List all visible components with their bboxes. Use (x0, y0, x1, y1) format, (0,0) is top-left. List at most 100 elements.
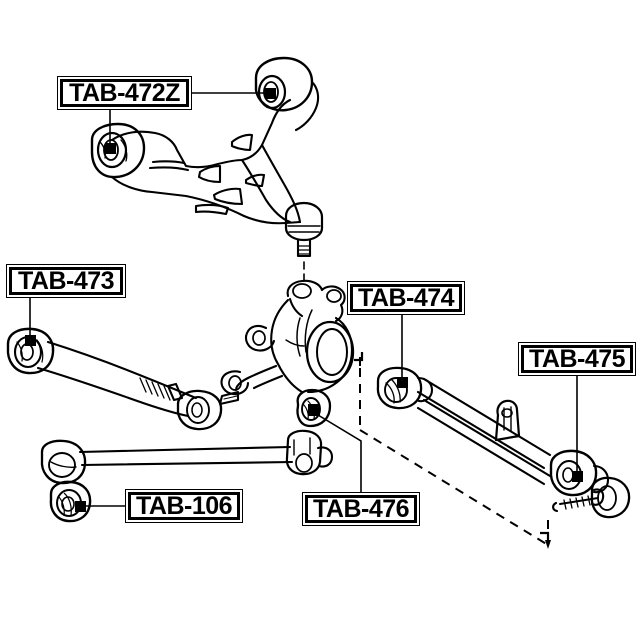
assembly-guide-corners (354, 352, 551, 549)
callout-tab-472z-frame: TAB-472Z (60, 79, 189, 107)
ll-upper-bj-outer (176, 389, 223, 431)
marker-476 (308, 404, 320, 416)
ta-left-eye-hatch-2 (391, 379, 401, 403)
callout-tab-472z[interactable]: TAB-472Z (57, 76, 192, 110)
callout-tab-474[interactable]: TAB-474 (347, 281, 465, 315)
callout-tab-476[interactable]: TAB-476 (302, 492, 420, 526)
marker-474 (397, 377, 408, 388)
callout-tab-106-frame: TAB-106 (128, 492, 240, 520)
knuckle-contour-1 (296, 317, 301, 357)
trailing-arm (376, 366, 631, 519)
knuckle-bottom-bushing (296, 388, 332, 428)
callout-tab-474-label: TAB-474 (357, 283, 455, 312)
ll-upper-hatch-2 (36, 339, 44, 363)
callout-tab-474-frame: TAB-474 (350, 284, 462, 312)
knuckle-hub-outer (305, 320, 355, 384)
ll-upper-threads (139, 377, 171, 401)
ll-lower-right-ribs (293, 437, 311, 456)
knuckle-hub-inner (316, 328, 348, 376)
callout-tab-473-label: TAB-473 (17, 266, 115, 295)
ta-tube-bottom-2 (416, 406, 546, 486)
ta-mid-bracket-hole (501, 408, 513, 418)
guide-corner-top-left (354, 352, 364, 362)
knuckle-top-web (288, 297, 304, 318)
ta-left-eye-outer (376, 366, 423, 410)
tab106-outer (49, 480, 92, 523)
lateral-link-lower (40, 429, 334, 485)
uca-bushing-right-neck (294, 80, 320, 132)
marker-475 (572, 471, 583, 482)
uca-bushing-right-inner (263, 81, 279, 103)
ll-upper-bushing-outer (6, 327, 55, 375)
marker-472z-bottom (105, 143, 116, 154)
ta-end-cylinder (590, 476, 631, 519)
uca-bushing-left-inner (103, 139, 119, 161)
knuckle-small-eye-bore (228, 375, 242, 391)
callout-tab-473[interactable]: TAB-473 (6, 264, 126, 298)
ta-tube-top-1 (422, 377, 552, 457)
tab106-hatch-2 (63, 492, 72, 516)
ll-upper-shaft-top (46, 340, 198, 400)
uca-bushing-right-mid (257, 74, 287, 110)
knuckle-small-eye (220, 370, 250, 396)
ll-lower-right-head (285, 429, 323, 476)
ta-right-eye-outer (549, 449, 598, 497)
uca-balljoint-body (284, 201, 324, 242)
ll-lower-eye-detail (50, 461, 77, 468)
uca-right-web (260, 143, 302, 224)
marker-472z-right (265, 88, 276, 99)
callout-tab-473-frame: TAB-473 (9, 267, 123, 295)
uca-stamp-4 (194, 203, 230, 216)
knuckle-bushing-hatch-1 (302, 403, 309, 420)
ta-stud-threads (563, 495, 591, 510)
uca-bushing-left-outer (90, 122, 146, 179)
uca-stamp-3 (230, 133, 254, 152)
ll-lower-shaft-bottom (80, 460, 294, 467)
knuckle-contour-2 (304, 309, 313, 353)
ta-stud-collar (590, 488, 605, 506)
steering-knuckle (220, 279, 355, 428)
callout-markers (25, 88, 583, 512)
callout-tab-475-frame: TAB-475 (521, 345, 633, 373)
callout-tab-475-label: TAB-475 (528, 344, 626, 373)
ta-left-eye-hatch-1 (385, 382, 395, 404)
ll-upper-shaft-bottom (36, 366, 190, 418)
uca-right-web-2 (240, 158, 292, 224)
uca-stud (296, 238, 312, 258)
guide-diagonal-bottom (359, 429, 549, 546)
ll-lower-right-bore (295, 453, 313, 473)
ll-upper-bj-inner (191, 402, 203, 418)
ll-upper-collar (166, 382, 184, 402)
leader-476 (312, 411, 362, 492)
uca-rib-b (148, 166, 190, 172)
leader-lines (29, 92, 578, 507)
callout-tab-476-frame: TAB-476 (305, 495, 417, 523)
ll-lower-shaft-top (78, 445, 292, 454)
ta-tube-bottom-1 (422, 398, 552, 478)
uca-bushing-left-hatch-1 (99, 141, 106, 159)
callout-tab-106[interactable]: TAB-106 (125, 489, 243, 523)
uca-top-edge (110, 98, 292, 169)
upper-control-arm (90, 56, 324, 281)
ll-upper-bj-mid (186, 396, 210, 424)
knuckle-top-bore-2 (326, 289, 342, 303)
ll-upper-hatch-1 (16, 341, 23, 362)
callout-tab-475[interactable]: TAB-475 (518, 342, 636, 376)
guide-arrow-head (545, 540, 551, 549)
knuckle-top-bore (292, 283, 312, 299)
knuckle-lower-left-arm (234, 364, 278, 392)
knuckle-lower-left-arm-2 (252, 374, 284, 390)
ta-stud-axis (558, 496, 600, 506)
ll-upper-stud-thread-1 (223, 395, 238, 400)
knuckle-left-ear (244, 324, 276, 352)
ta-stud-tip (552, 501, 559, 513)
callout-tab-472z-label: TAB-472Z (69, 78, 180, 107)
uca-stamp-1 (197, 164, 222, 184)
ta-tube-top-2 (416, 390, 546, 470)
ll-lower-right-tab (316, 446, 334, 468)
uca-bushing-left-hatch-2 (120, 139, 128, 162)
knuckle-top-yoke (286, 279, 346, 323)
uca-rib-a (151, 160, 186, 165)
marker-473 (25, 335, 36, 346)
